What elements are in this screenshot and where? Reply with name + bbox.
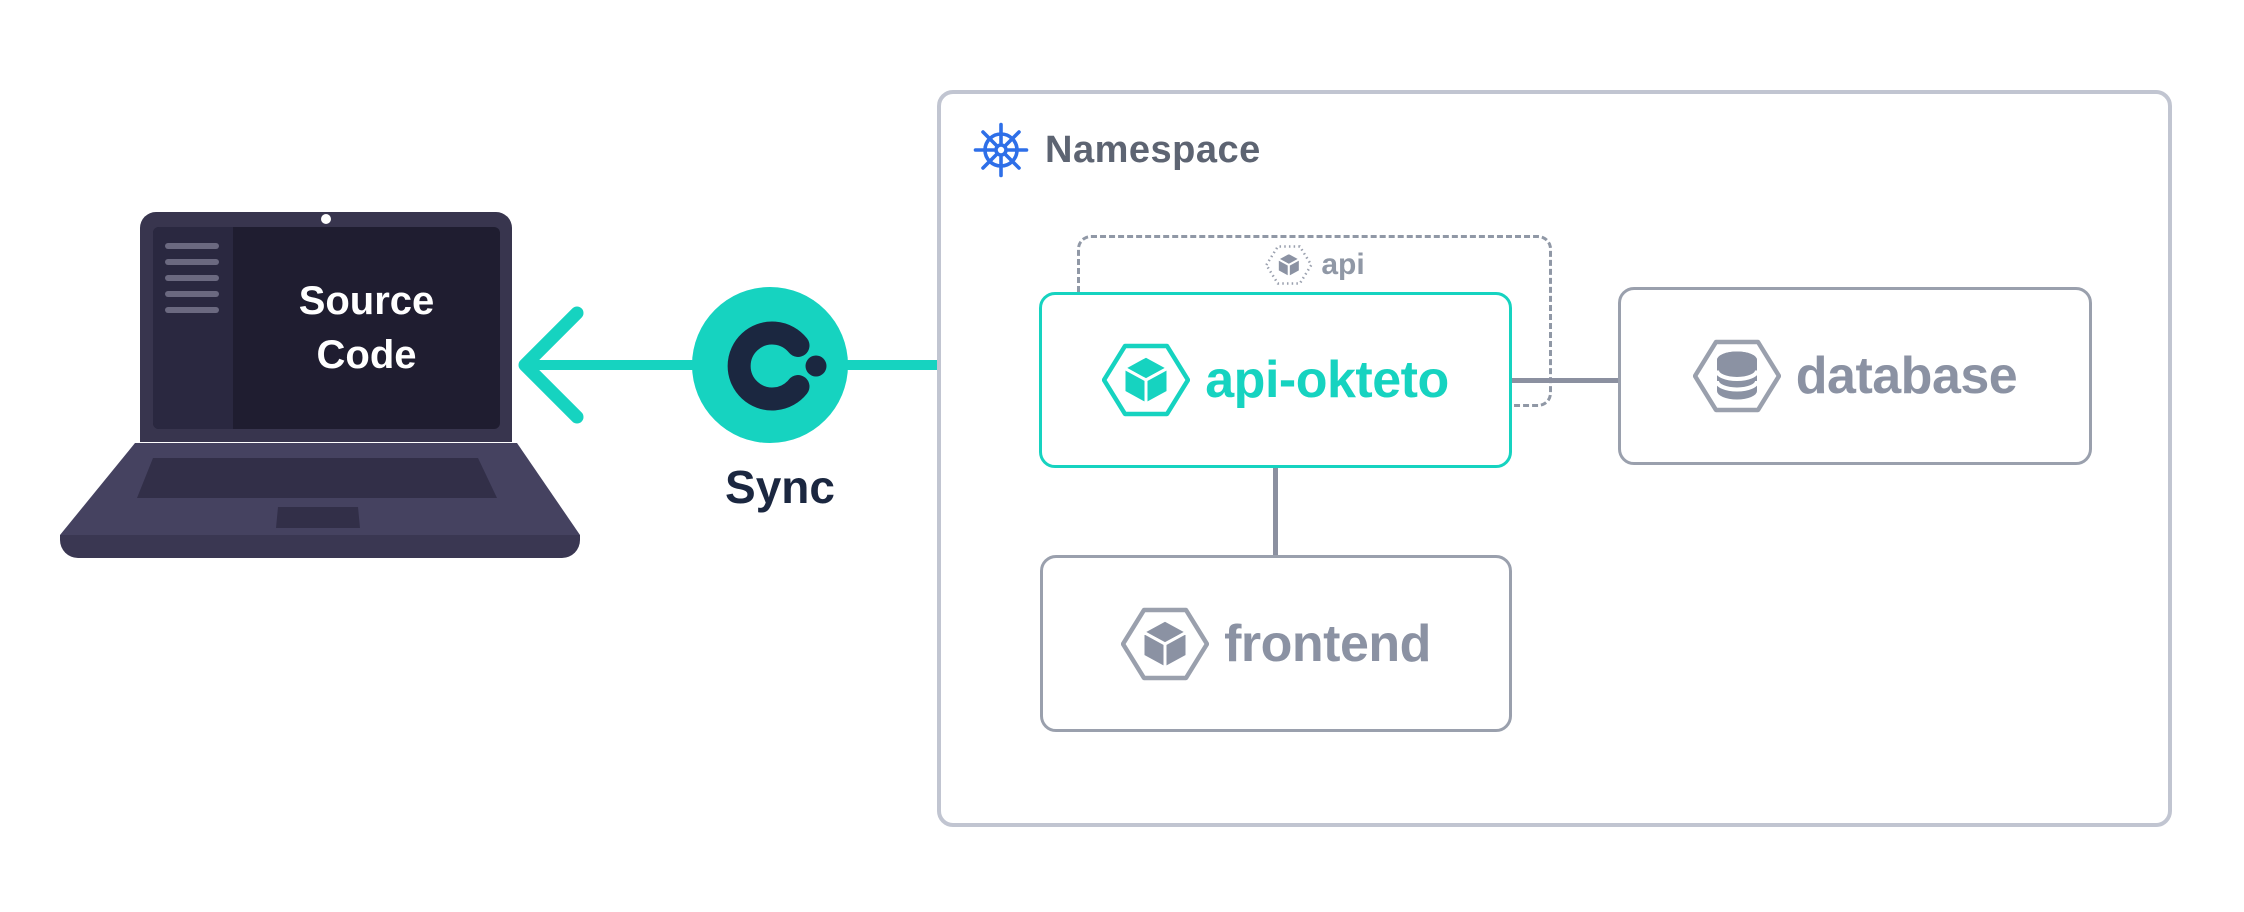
sync-label: Sync <box>725 461 835 513</box>
laptop-base <box>60 443 580 558</box>
cube-icon <box>1264 245 1313 285</box>
webcam-dot-icon <box>321 214 331 224</box>
kubernetes-wheel-icon <box>973 122 1029 178</box>
laptop-lid: Source Code <box>140 212 512 442</box>
database-icon <box>1692 339 1781 413</box>
code-line <box>165 243 219 249</box>
ghost-api-label-row: api <box>1264 244 1365 286</box>
code-line <box>165 259 219 265</box>
namespace-header: Namespace <box>973 120 1261 180</box>
service-box-frontend: frontend <box>1040 555 1512 732</box>
connector-api-database <box>1512 378 1618 383</box>
code-line <box>165 275 219 281</box>
laptop-base-lip <box>60 535 580 558</box>
service-box-database: database <box>1618 287 2092 465</box>
service-label: api-okteto <box>1205 351 1449 409</box>
service-box-api-okteto: api-okteto <box>1039 292 1512 468</box>
cube-icon <box>1121 607 1210 680</box>
ghost-api-label: api <box>1321 248 1365 281</box>
namespace-title: Namespace <box>1045 128 1261 171</box>
okteto-logo <box>692 287 848 443</box>
connector-api-frontend <box>1273 466 1278 557</box>
cube-icon <box>1102 343 1191 417</box>
laptop-keyboard <box>137 458 497 498</box>
laptop-screen: Source Code <box>153 227 500 429</box>
source-code-label: Source Code <box>298 279 435 377</box>
service-label: database <box>1795 347 2018 405</box>
service-label: frontend <box>1224 614 1431 673</box>
code-line <box>165 291 219 297</box>
laptop-touchpad <box>276 507 360 528</box>
laptop-screen-sidebar <box>153 227 233 429</box>
code-line <box>165 307 219 313</box>
